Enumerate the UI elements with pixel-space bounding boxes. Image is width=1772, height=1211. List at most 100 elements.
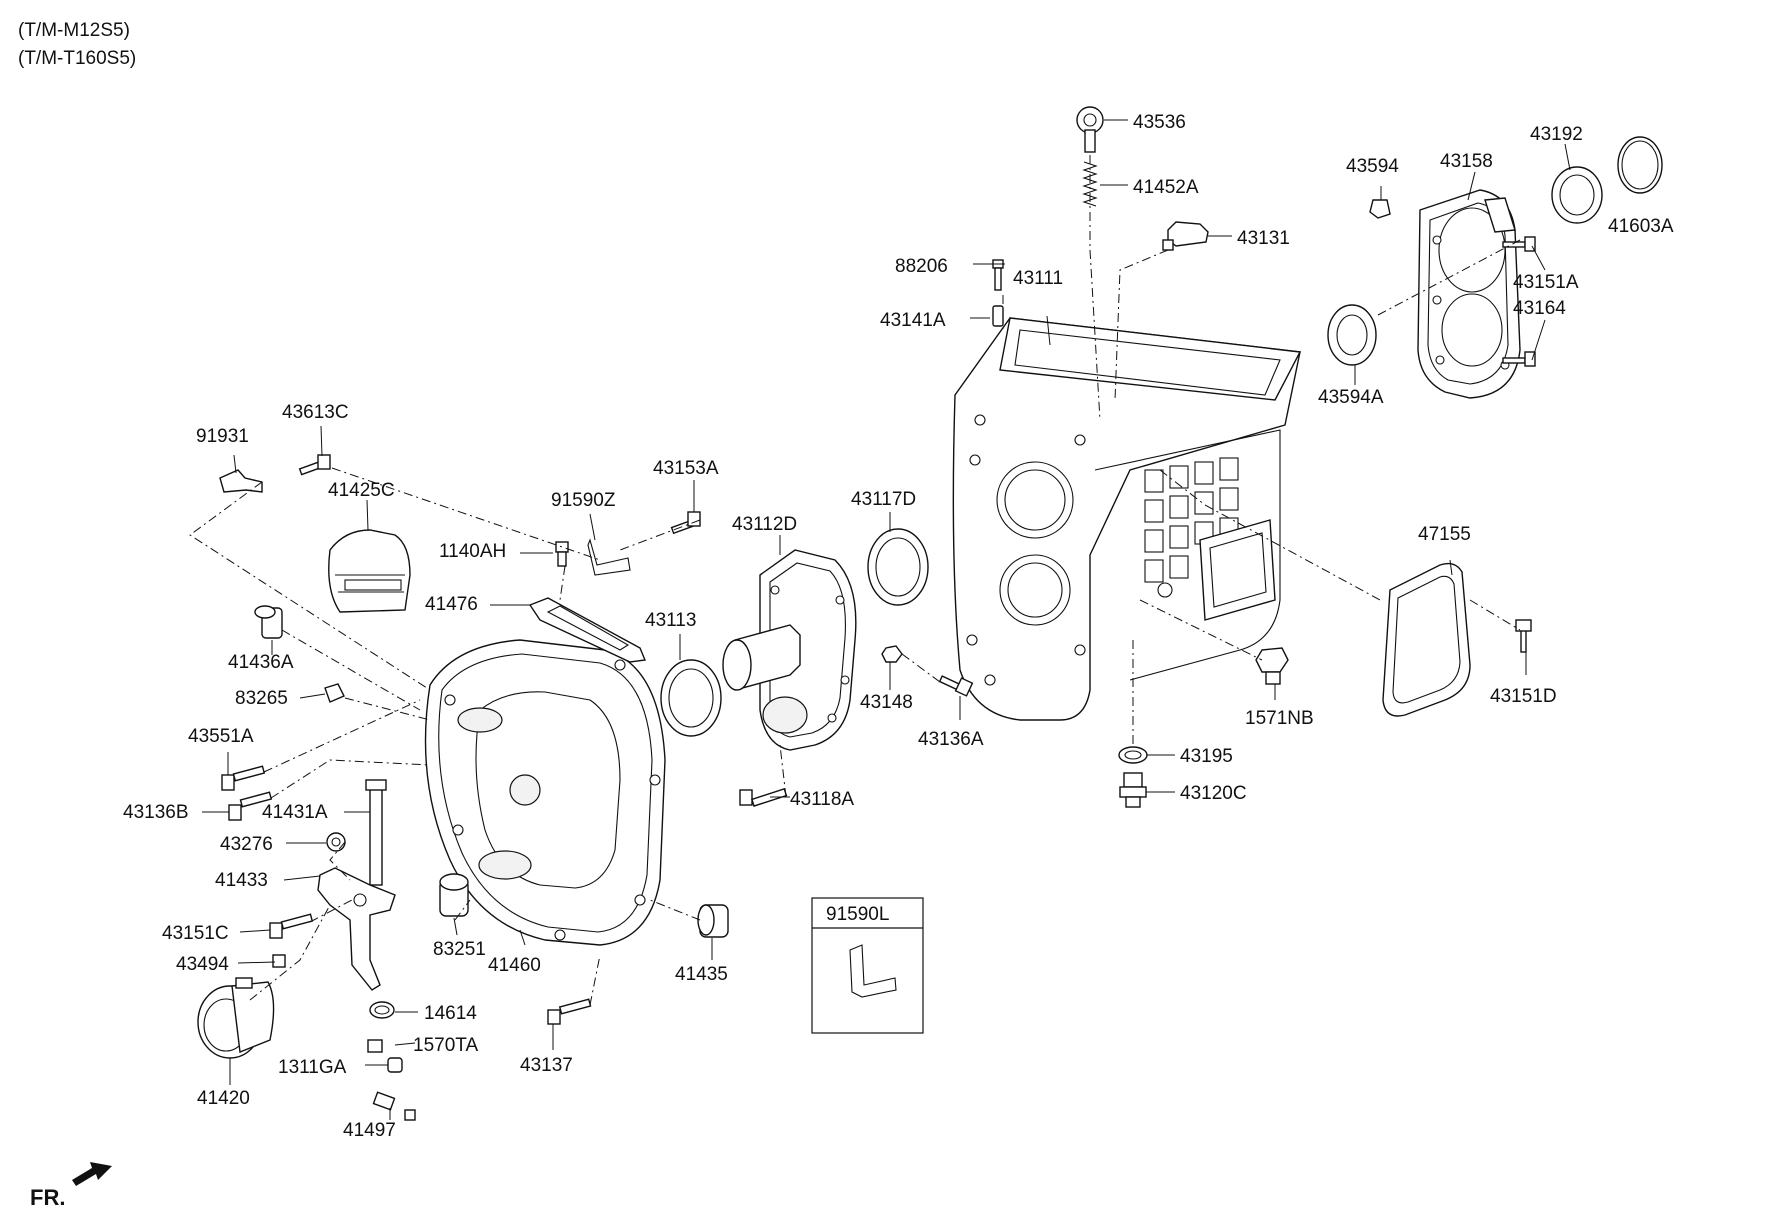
front-label: FR. (30, 1185, 65, 1210)
o-ring-41603A (1617, 136, 1663, 194)
clutch-housing-41460 (424, 639, 666, 946)
label-43195: 43195 (1180, 746, 1233, 767)
label-43117D: 43117D (851, 489, 916, 510)
bolt-43151C (269, 913, 314, 939)
label-43148: 43148 (860, 692, 913, 713)
front-arrow-icon (72, 1162, 112, 1186)
label-43111: 43111 (1013, 268, 1063, 289)
label-43141A: 43141A (880, 310, 946, 331)
label-41420: 41420 (197, 1088, 250, 1109)
washer-43195 (1118, 746, 1148, 764)
label-47155: 47155 (1418, 524, 1471, 545)
label-43551A: 43551A (188, 726, 254, 747)
label-43594: 43594 (1346, 156, 1399, 177)
label-43131: 43131 (1237, 228, 1290, 249)
label-43112D: 43112D (732, 514, 797, 535)
label-41431A: 41431A (262, 802, 328, 823)
label-41452A: 41452A (1133, 177, 1199, 198)
label-14614: 14614 (424, 1003, 477, 1024)
nut-43148 (881, 645, 903, 663)
bolt-43137 (547, 998, 592, 1025)
label-88206: 88206 (895, 256, 948, 277)
cap-43131 (1162, 221, 1209, 251)
label-41435: 41435 (675, 964, 728, 985)
bracket-91931 (219, 469, 263, 493)
label-43536: 43536 (1133, 112, 1186, 133)
release-fork-41433 (317, 867, 396, 991)
label-43151C: 43151C (162, 923, 229, 944)
label-43276: 43276 (220, 834, 273, 855)
bushing-41435 (697, 904, 729, 938)
label-1571NB: 1571NB (1245, 708, 1314, 729)
label-41476: 41476 (425, 594, 478, 615)
key-83265 (324, 683, 345, 703)
label-43118A: 43118A (790, 789, 854, 810)
side-cover-47155 (1382, 562, 1471, 717)
label-43113: 43113 (645, 610, 696, 631)
label-43153A: 43153A (653, 458, 719, 479)
bolt-43151D (1515, 619, 1532, 653)
label-1140AH: 1140AH (439, 541, 506, 562)
label-41425C: 41425C (328, 480, 395, 501)
spring-41452A (1082, 161, 1098, 207)
bushing-83251 (439, 873, 469, 917)
fitting-41497 (372, 1091, 416, 1121)
bolt-43164 (1502, 351, 1536, 367)
dowel-pin-43141A (992, 305, 1004, 327)
label-43136B: 43136B (123, 802, 189, 823)
label-1311GA: 1311GA (278, 1057, 347, 1078)
bolt-43551A (221, 765, 266, 791)
oil-seal-43113 (660, 659, 722, 737)
model-code-line-2: (T/M-T160S5) (18, 48, 136, 69)
label-41436A: 41436A (228, 652, 294, 673)
bolt-43136A (938, 675, 974, 697)
oil-seal-43192 (1551, 166, 1603, 224)
part-labels: 43536 41452A 43131 88206 43141A 43111 43… (123, 112, 1674, 1141)
label-43151A: 43151A (1513, 272, 1579, 293)
label-41603A: 41603A (1608, 216, 1674, 237)
label-43136A: 43136A (918, 729, 984, 750)
bolt-43153A (670, 511, 701, 535)
label-91931: 91931 (196, 426, 249, 447)
bushing-41436A (254, 605, 283, 639)
bracket-91590Z (587, 538, 631, 576)
label-43494: 43494 (176, 954, 229, 975)
plug-1571NB (1255, 647, 1289, 685)
label-43120C: 43120C (1180, 783, 1247, 804)
leader-lines (202, 119, 1571, 1120)
label-43151D: 43151D (1490, 686, 1557, 707)
label-41460: 41460 (488, 955, 541, 976)
boot-41425C (328, 529, 411, 613)
extension-housing-43112D (722, 549, 857, 751)
label-43158: 43158 (1440, 151, 1493, 172)
cover-plate-41476 (528, 597, 646, 663)
label-43613C: 43613C (282, 402, 349, 423)
rear-cover (1417, 189, 1521, 399)
label-43137: 43137 (520, 1055, 573, 1076)
oil-seal-43117D (867, 528, 929, 606)
label-43594A: 43594A (1318, 387, 1384, 408)
label-41433: 41433 (215, 870, 268, 891)
transmission-case (952, 317, 1302, 721)
label-83265: 83265 (235, 688, 288, 709)
label-43164: 43164 (1513, 298, 1566, 319)
release-bearing-41420 (197, 977, 275, 1059)
model-code-line-1: (T/M-M12S5) (18, 20, 130, 41)
plug-43594 (1369, 199, 1391, 219)
label-91590Z: 91590Z (551, 490, 616, 511)
label-83251: 83251 (433, 939, 486, 960)
label-41497: 41497 (343, 1120, 396, 1141)
assembly-lines (189, 155, 1521, 1006)
shaft-41431A (365, 779, 387, 886)
sensor-43536 (1076, 106, 1104, 153)
hose-43494 (272, 954, 383, 1053)
label-43192: 43192 (1530, 124, 1583, 145)
oil-seal-43594A (1327, 304, 1377, 366)
plug-43120C (1119, 772, 1147, 808)
bolt-43151A (1502, 236, 1536, 252)
bolt-43613C (298, 454, 331, 476)
inset-box-91590L (811, 897, 924, 1034)
fitting-1311GA (387, 1057, 403, 1073)
label-91590L: 91590L (826, 904, 889, 925)
